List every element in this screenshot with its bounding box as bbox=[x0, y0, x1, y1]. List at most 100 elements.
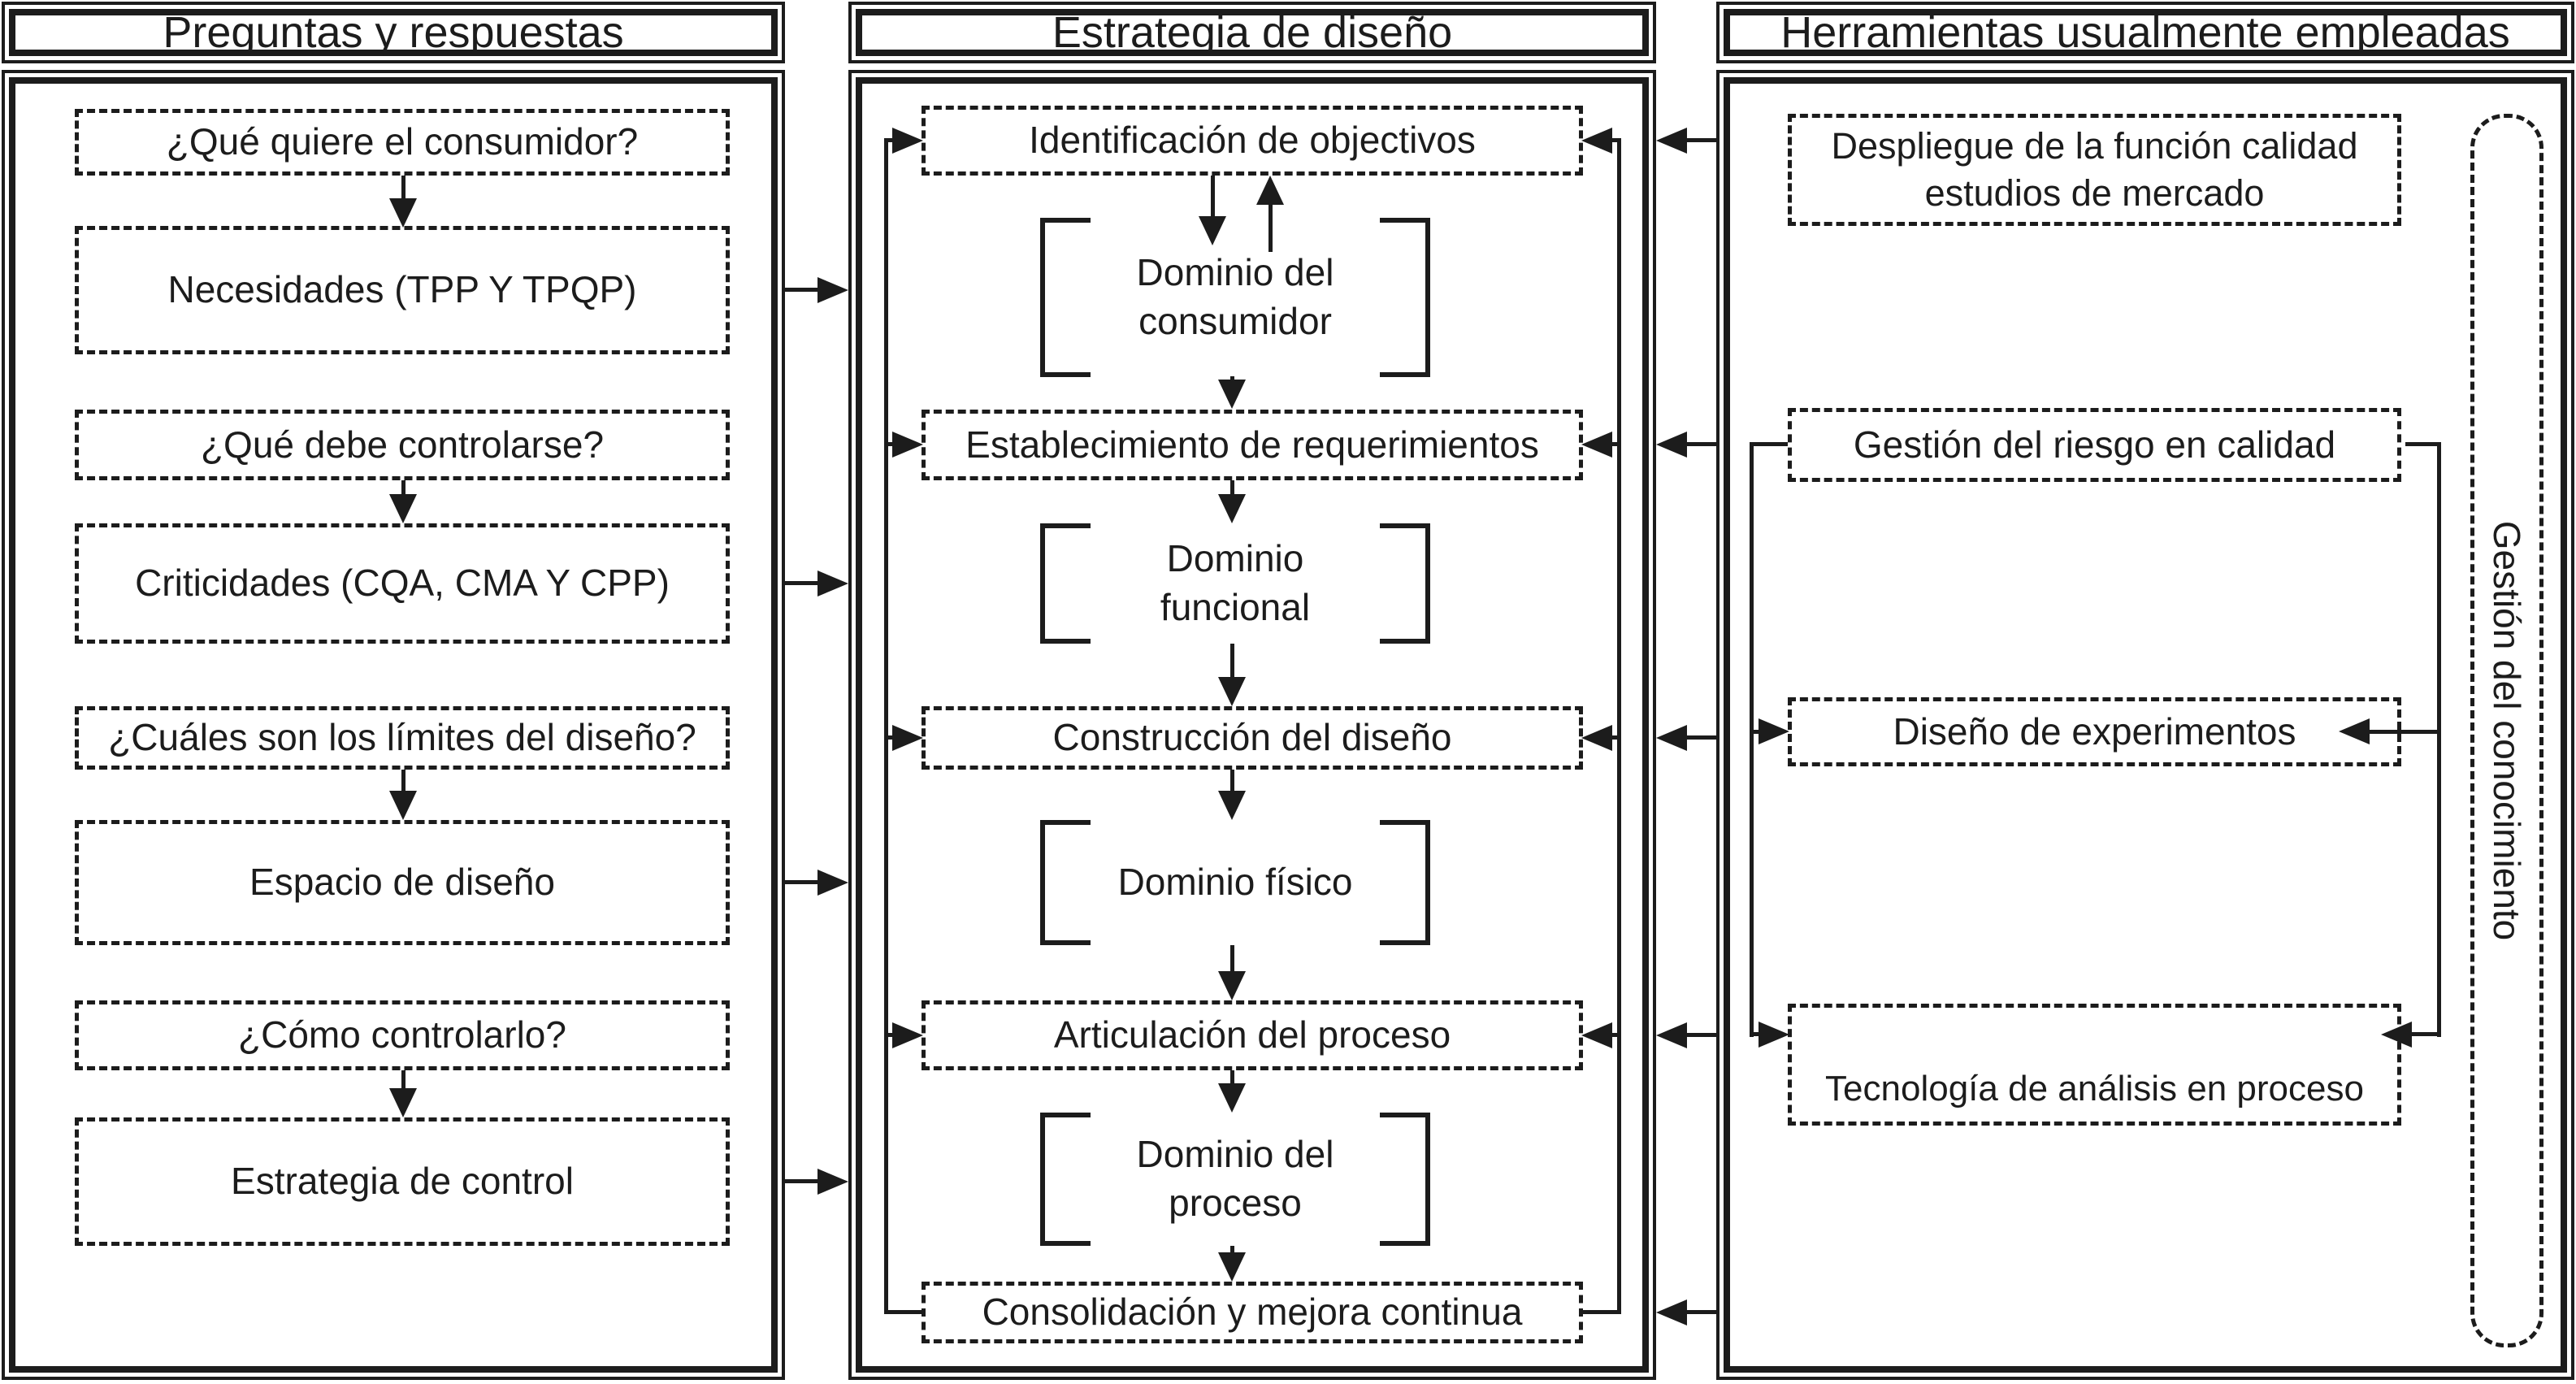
tool-doe-label: Diseño de experimentos bbox=[1893, 709, 2296, 753]
arrowhead-left-icon bbox=[1656, 725, 1687, 751]
connector-line bbox=[1617, 138, 1621, 1314]
knowledge-band: Gestión del conocimiento bbox=[2470, 114, 2543, 1347]
arrowhead-right-icon bbox=[892, 128, 923, 154]
arrowhead-down-icon bbox=[1218, 791, 1246, 820]
left-panel-title-frame-inner bbox=[9, 9, 778, 56]
tool-quality-risk-label: Gestión del riesgo en calidad bbox=[1853, 423, 2336, 466]
middle-panel-body-frame-inner bbox=[856, 77, 1649, 1373]
arrowhead-down-icon bbox=[1218, 494, 1246, 523]
connector-line bbox=[785, 581, 819, 585]
arrowhead-down-icon bbox=[1218, 677, 1246, 706]
stage-construction-label: Construcción del diseño bbox=[1052, 716, 1452, 759]
connector-line bbox=[1754, 1032, 1760, 1036]
knowledge-band-label: Gestión del conocimiento bbox=[2486, 520, 2528, 941]
arrowhead-left-icon bbox=[1581, 1022, 1612, 1048]
domain-functional-line2: funcional bbox=[1160, 586, 1311, 628]
connector-line bbox=[1682, 1310, 1716, 1314]
stage-construction: Construcción del diseño bbox=[922, 706, 1583, 770]
stage-consolidation-label: Consolidación y mejora continua bbox=[982, 1291, 1523, 1334]
connector-line bbox=[888, 1033, 895, 1037]
answer-design-space: Espacio de diseño bbox=[75, 820, 730, 945]
arrowhead-down-icon bbox=[389, 1088, 417, 1117]
bracket-left-icon bbox=[1040, 218, 1091, 377]
arrowhead-down-icon bbox=[389, 494, 417, 523]
stage-objectives-label: Identificación de objectivos bbox=[1029, 119, 1476, 162]
arrowhead-down-icon bbox=[389, 791, 417, 820]
connector-line bbox=[2368, 730, 2439, 734]
connector-line bbox=[1230, 644, 1234, 679]
middle-panel-title: Estrategia de diseño bbox=[1052, 8, 1453, 57]
question-consumer: ¿Qué quiere el consumidor? bbox=[75, 109, 730, 176]
bracket-right-icon bbox=[1380, 1113, 1430, 1246]
arrowhead-left-icon bbox=[1656, 432, 1687, 458]
stage-consolidation: Consolidación y mejora continua bbox=[922, 1282, 1583, 1343]
tool-doe: Diseño de experimentos bbox=[1788, 697, 2401, 766]
question-control-label: ¿Qué debe controlarse? bbox=[200, 423, 605, 466]
domain-functional: Dominio funcional bbox=[1040, 523, 1430, 644]
connector-line bbox=[1611, 1033, 1617, 1037]
domain-process-line1: Dominio del bbox=[1136, 1133, 1334, 1176]
tool-qfd: Despliegue de la función calidad estudio… bbox=[1788, 114, 2401, 226]
stage-articulation-label: Articulación del proceso bbox=[1053, 1013, 1451, 1056]
arrowhead-right-icon bbox=[892, 1022, 923, 1048]
connector-line bbox=[888, 1310, 922, 1314]
left-panel-body-frame bbox=[2, 70, 785, 1380]
right-panel-body-frame-inner bbox=[1724, 77, 2567, 1373]
domain-consumer-line1: Dominio del bbox=[1136, 251, 1334, 294]
arrowhead-right-icon bbox=[817, 1169, 848, 1195]
question-how-control: ¿Cómo controlarlo? bbox=[75, 1000, 730, 1070]
answer-criticalities-label: Criticidades (CQA, CMA Y CPP) bbox=[135, 562, 670, 605]
domain-functional-line1: Dominio bbox=[1166, 537, 1304, 580]
answer-needs-label: Necesidades (TPP Y TPQP) bbox=[167, 268, 637, 311]
domain-physical-line1: Dominio físico bbox=[1117, 861, 1353, 904]
arrowhead-left-icon bbox=[1581, 725, 1612, 751]
question-design-limits: ¿Cuáles son los límites del diseño? bbox=[75, 706, 730, 770]
connector-line bbox=[1268, 202, 1273, 252]
connector-line bbox=[1230, 1246, 1234, 1254]
connector-line bbox=[1682, 735, 1716, 740]
answer-control-strategy-label: Estrategia de control bbox=[231, 1160, 574, 1203]
right-panel-title: Herramientas usualmente empleadas bbox=[1780, 8, 2510, 57]
arrowhead-right-icon bbox=[817, 870, 848, 896]
answer-needs: Necesidades (TPP Y TPQP) bbox=[75, 226, 730, 354]
connector-line bbox=[888, 442, 895, 446]
connector-line bbox=[1682, 1033, 1716, 1037]
connector-line bbox=[785, 880, 819, 884]
domain-consumer: Dominio del consumidor bbox=[1040, 218, 1430, 377]
domain-physical: Dominio físico bbox=[1040, 820, 1430, 945]
domain-process: Dominio del proceso bbox=[1040, 1113, 1430, 1246]
domain-consumer-line2: consumidor bbox=[1138, 300, 1332, 342]
stage-requirements-label: Establecimiento de requerimientos bbox=[965, 423, 1539, 466]
arrowhead-right-icon bbox=[892, 725, 923, 751]
connector-line bbox=[888, 735, 895, 740]
arrowhead-down-icon bbox=[1199, 216, 1226, 245]
connector-line bbox=[785, 1179, 819, 1183]
connector-line bbox=[1682, 442, 1716, 446]
answer-control-strategy: Estrategia de control bbox=[75, 1117, 730, 1246]
answer-design-space-label: Espacio de diseño bbox=[249, 861, 555, 904]
question-how-control-label: ¿Cómo controlarlo? bbox=[238, 1013, 566, 1056]
stage-objectives: Identificación de objectivos bbox=[922, 106, 1583, 176]
domain-process-line2: proceso bbox=[1169, 1182, 1302, 1224]
arrowhead-right-icon bbox=[817, 277, 848, 303]
connector-line bbox=[401, 480, 405, 499]
middle-panel-title-frame: Estrategia de diseño bbox=[848, 2, 1656, 63]
bracket-right-icon bbox=[1380, 218, 1430, 377]
connector-line bbox=[1611, 735, 1617, 740]
arrowhead-down-icon bbox=[389, 198, 417, 228]
arrowhead-down-icon bbox=[1218, 971, 1246, 1000]
tool-qfd-line2: estudios de mercado bbox=[1924, 172, 2265, 214]
domain-functional-label: Dominio funcional bbox=[1040, 523, 1430, 644]
arrowhead-left-icon bbox=[1656, 1299, 1687, 1325]
connector-line bbox=[401, 770, 405, 792]
connector-line bbox=[1754, 442, 1788, 446]
arrowhead-left-icon bbox=[2381, 1022, 2412, 1048]
arrowhead-down-icon bbox=[1218, 1252, 1246, 1282]
connector-line bbox=[1230, 770, 1234, 792]
tool-pat: Tecnología de análisis en proceso bbox=[1788, 1004, 2401, 1126]
stage-requirements: Establecimiento de requerimientos bbox=[922, 410, 1583, 480]
middle-panel-title-frame-inner bbox=[856, 9, 1649, 56]
connector-line bbox=[884, 138, 888, 1314]
connector-line bbox=[401, 176, 405, 200]
